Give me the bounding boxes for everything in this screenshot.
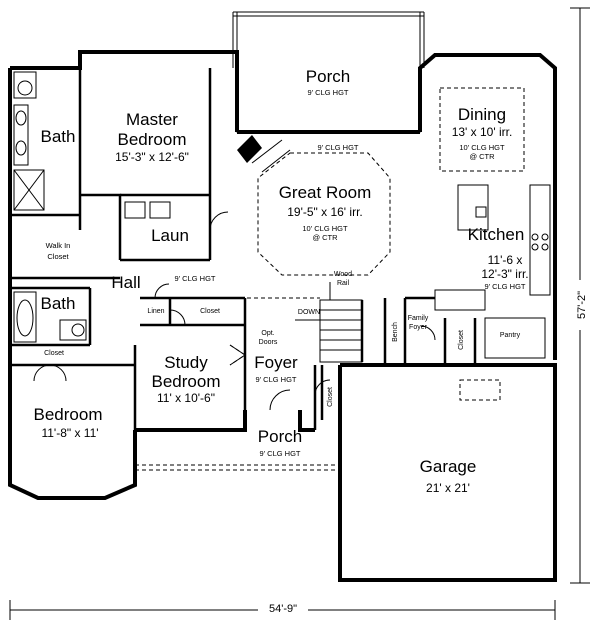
foyer-note: 9' CLG HGT <box>255 375 296 384</box>
staircase <box>295 282 364 363</box>
front-porch-name: Porch <box>258 427 302 446</box>
family-foyer-label-2: Foyer <box>409 324 428 331</box>
walk-in-closet-label-1: Walk In <box>46 241 71 250</box>
hall-name: Hall <box>111 273 140 292</box>
bath2-name: Bath <box>41 294 76 313</box>
foyer-closet-label: Closet <box>327 387 334 407</box>
bedroom-closet-label: Closet <box>44 350 64 357</box>
great-room-size: 19'-5" x 16' irr. <box>287 205 363 219</box>
great-room-name: Great Room <box>279 183 372 202</box>
master-bedroom-size: 15'-3" x 12'-6" <box>115 150 189 164</box>
study-bedroom-size: 11' x 10'-6" <box>157 391 215 405</box>
exterior-walls <box>8 50 557 582</box>
overall-depth-label: 57'-2" <box>576 291 588 319</box>
hall-note: 9' CLG HGT <box>174 274 215 283</box>
stairs-down-label: DOWN <box>298 309 320 316</box>
master-bedroom-name-1: Master <box>126 110 178 129</box>
walk-in-closet-label-2: Closet <box>47 252 69 261</box>
bath-fixtures <box>13 71 171 343</box>
study-bedroom-name-1: Study <box>164 353 208 372</box>
study-bedroom-name-2: Bedroom <box>152 372 221 391</box>
great-room-note-2: @ CTR <box>312 233 338 242</box>
master-bath-name: Bath <box>41 127 76 146</box>
door-swings <box>33 211 436 411</box>
interior-walls <box>10 68 477 430</box>
master-bedroom-name-2: Bedroom <box>118 130 187 149</box>
linen-label: Linen <box>147 308 164 315</box>
front-porch-note: 9' CLG HGT <box>259 449 300 458</box>
bench-label: Bench <box>392 322 399 342</box>
great-room-ceiling <box>257 152 391 276</box>
opt-doors-label-2: Doors <box>259 339 278 346</box>
opt-doors-label-1: Opt. <box>261 330 274 337</box>
study-closet-label: Closet <box>200 308 220 315</box>
great-room-note-1: 10' CLG HGT <box>302 224 348 233</box>
laundry-name: Laun <box>151 226 189 245</box>
pantry-label: Pantry <box>500 332 521 339</box>
rear-porch-name: Porch <box>306 67 350 86</box>
kitchen-note: 9' CLG HGT <box>484 282 525 291</box>
dining-note-1: 10' CLG HGT <box>459 143 505 152</box>
dining-note-2: @ CTR <box>469 152 495 161</box>
bedroom-name: Bedroom <box>34 405 103 424</box>
dining-ceiling <box>439 87 525 172</box>
kitchen-size-2: 12'-3" irr. <box>481 267 528 281</box>
garage-size: 21' x 21' <box>426 481 470 495</box>
family-foyer-label-1: Family <box>408 315 429 322</box>
wood-rail-label-1: Wood <box>334 271 352 278</box>
overall-width-label: 54'-9" <box>269 603 297 615</box>
bedroom-size: 11'-8" x 11' <box>41 426 98 440</box>
dining-name: Dining <box>458 105 506 124</box>
garage-name: Garage <box>420 457 477 476</box>
kitchen-size-1: 11'-6 x <box>488 253 523 267</box>
fireplace <box>237 135 291 173</box>
kitchen-name: Kitchen <box>468 225 525 244</box>
wood-rail-label-2: Rail <box>337 280 350 287</box>
foyer-name: Foyer <box>254 353 298 372</box>
dining-size: 13' x 10' irr. <box>452 125 513 139</box>
rear-porch-note: 9' CLG HGT <box>307 88 348 97</box>
family-closet-label: Closet <box>458 330 465 350</box>
kitchen-fixtures <box>434 184 551 401</box>
great-room-ceiling-note: 9' CLG HGT <box>317 143 358 152</box>
